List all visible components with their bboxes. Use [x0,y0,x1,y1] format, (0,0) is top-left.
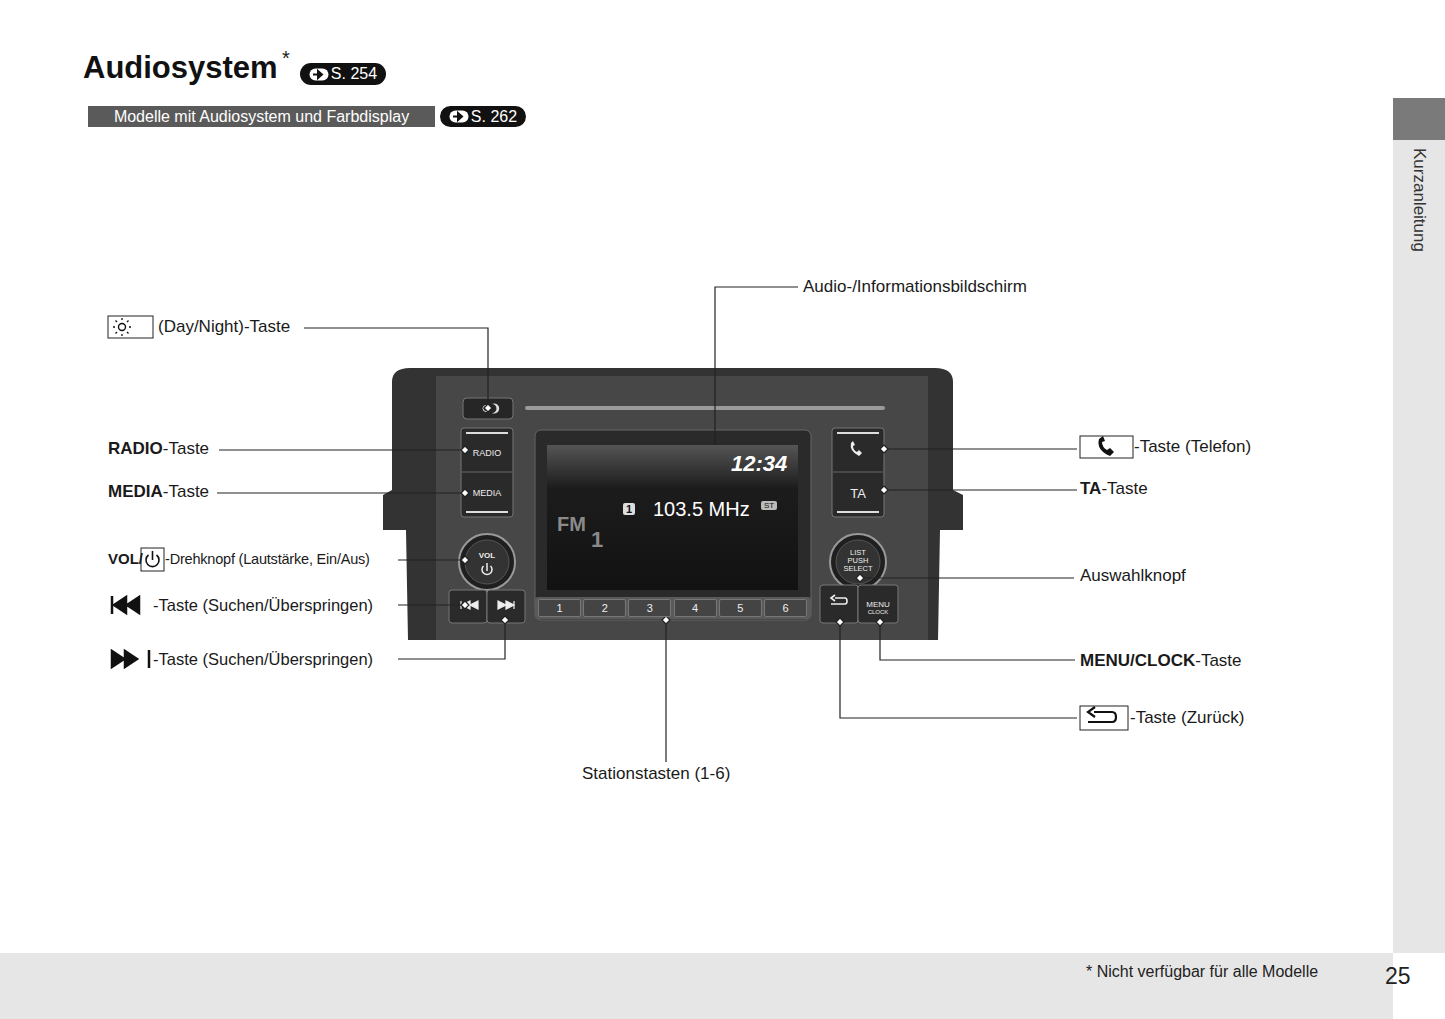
seek-forward-icon [498,601,514,609]
node-text: CLOCK [868,609,889,616]
callout-label: VOL/ [108,549,143,569]
callout-label: Stationstasten (1-6) [582,764,730,784]
node-text: 12:34 [731,451,787,477]
node-text: FM [557,513,586,536]
station-strip [535,597,811,619]
station-key: 2 [583,599,626,617]
node-text: Kurzanleitung [1409,148,1429,252]
station-key: 5 [719,599,762,617]
select-knob [830,534,886,590]
node-text: VOL [479,551,495,560]
arrow-icon [449,110,469,123]
node-text: TA [850,486,866,501]
phone-icon [851,441,862,456]
callout-label: -Taste (Telefon) [1134,437,1251,457]
unit-housing [383,368,963,640]
node-text: 1 [591,527,603,553]
day-night-icon-box [108,316,153,338]
seek-back-button [449,590,487,623]
callout-label: -Taste (Suchen/Überspringen) [153,595,373,615]
radio-button: RADIO [463,436,511,470]
node-text: ST [761,501,777,510]
node-text: RADIO [473,448,502,458]
station-key: 3 [628,599,671,617]
node-text: MENU [866,600,890,609]
callout-label: MENU/CLOCK-Taste [1080,651,1242,671]
cd-slot [527,406,883,410]
station-key: 6 [764,599,807,617]
seek-forward-symbol [112,650,149,668]
callout-label: RADIO-Taste [108,439,209,459]
seek-back-symbol [112,596,139,614]
sun-rays [113,318,131,336]
back-symbol [1088,707,1116,722]
node-text: MEDIA [473,488,502,498]
node-text: 103.5 MHz [653,498,750,521]
leader-lines [217,287,1077,762]
callout-label: MEDIA-Taste [108,482,209,502]
back-icon [831,595,847,604]
node-text: LIST PUSH SELECT [843,549,873,573]
arrow-icon [309,68,329,81]
node-text: 5 [737,602,743,614]
callout-label: -Taste (Zurück) [1130,708,1244,728]
vol-knob [459,534,515,590]
node-text: Modelle mit Audiosystem und Farbdisplay [114,108,409,126]
footnote-marker: * [282,48,290,68]
moon-icon [492,404,499,414]
callout-label: Auswahlknopf [1080,566,1186,586]
node-text: 6 [782,602,788,614]
station-key: 1 [538,599,581,617]
left-button-block [461,428,513,517]
node-text: 2 [602,602,608,614]
node-text: S. 254 [331,65,377,83]
callout-label: -Taste (Suchen/Überspringen) [153,649,373,669]
node-text: 3 [647,602,653,614]
ta-button: TA [834,476,882,510]
right-button-block [832,428,884,517]
moon-symbol [140,318,149,336]
node-text: 4 [692,602,698,614]
audio-screen: 12:341103.5 MHzSTFM1 [547,445,798,590]
node-text: * Nicht verfügbar für alle Modelle [1086,963,1318,981]
phone-symbol [1098,436,1114,456]
vol-knob-cap [465,540,509,584]
callout-label: (Day/Night)-Taste [158,317,290,337]
vol-knob-label: VOL [471,549,503,561]
page-ref-pill: S. 254 [300,63,386,85]
node-text: 25 [1385,963,1411,990]
back-button [820,585,858,623]
sun-symbol [119,324,126,331]
footer-band: * Nicht verfügbar für alle Modelle25 [0,953,1393,1019]
model-band: Modelle mit Audiosystem und Farbdisplay [88,106,435,127]
node-text: 1 [556,602,562,614]
seek-back-icon [461,601,478,609]
phone-icon-box [1080,436,1133,458]
media-button: MEDIA [463,476,511,510]
side-tab: Kurzanleitung [1393,98,1445,953]
back-icon-box [1080,706,1128,730]
menu-clock-button: MENUCLOCK [859,596,897,620]
select-knob-label: LIST PUSH SELECT [840,546,876,576]
seek-forward-button [487,590,525,623]
leader-diamonds [461,404,888,626]
station-key: 4 [674,599,717,617]
screen-bezel [535,430,811,620]
node-text: S. 262 [471,108,517,126]
node-text: 1 [623,503,635,515]
page-title: Audiosystem [83,50,278,86]
unit-face [436,376,928,640]
menu-button [858,585,898,623]
callout-label: -Drehknopf (Lautstärke, Ein/Aus) [165,549,370,569]
page-ref-pill: S. 262 [440,106,526,127]
callout-label: TA-Taste [1080,479,1148,499]
callout-label: Audio-/Informationsbildschirm [803,277,1027,297]
power-icon-box [141,548,164,571]
